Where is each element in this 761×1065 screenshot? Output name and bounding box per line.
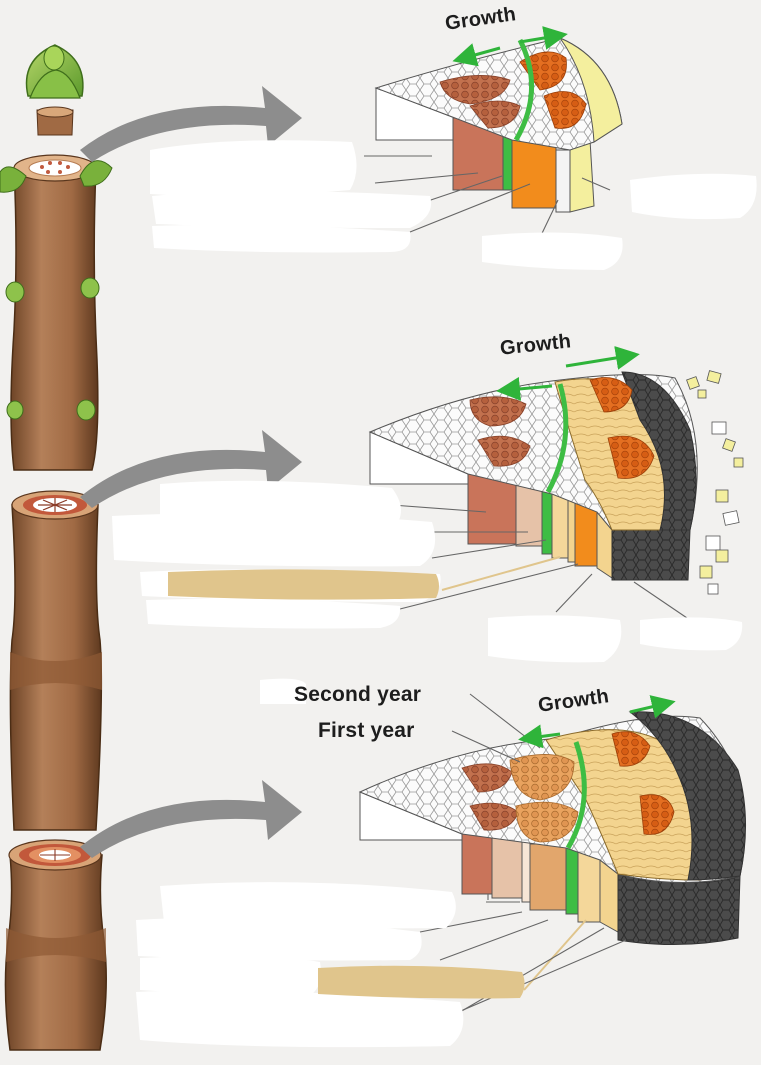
blank-label-9 (146, 598, 401, 629)
sloughed-bark (686, 370, 744, 595)
stem-illustration (0, 44, 113, 1051)
wedge-second-year (358, 693, 747, 1045)
growth-indicator-3 (518, 695, 676, 749)
blank-label-1 (150, 140, 357, 197)
blank-label-15 (140, 955, 321, 995)
blank-label-7 (112, 513, 436, 567)
blank-label-12 (260, 678, 306, 704)
arrow-1 (80, 86, 302, 162)
first-year-label: First year (318, 719, 415, 742)
blank-label-5 (482, 232, 623, 270)
young-stem (0, 154, 113, 471)
tan-label-bar-2 (318, 965, 525, 999)
blank-label-13 (160, 882, 456, 929)
second-year-stem (4, 839, 107, 1051)
wedge-first-year (368, 370, 744, 621)
growth-indicator-1 (452, 26, 568, 67)
arrow-2 (80, 430, 302, 508)
blank-label-4 (630, 173, 757, 220)
tan-label-bar-1 (168, 569, 439, 600)
wedge-primary-growth (364, 36, 623, 251)
terminal-bud (25, 44, 84, 136)
arrow-3 (80, 780, 302, 858)
blank-label-10 (488, 615, 622, 663)
blank-label-11 (640, 617, 743, 651)
first-year-stem (9, 490, 103, 831)
blank-label-2 (152, 191, 432, 228)
growth-indicator-2 (496, 346, 640, 401)
pointer-arrows (80, 86, 302, 858)
highlighted-label-bars (168, 569, 525, 999)
blank-label-3 (152, 224, 411, 253)
second-year-label: Second year (294, 683, 422, 706)
blank-label-16 (136, 990, 464, 1048)
blank-label-14 (136, 917, 422, 961)
